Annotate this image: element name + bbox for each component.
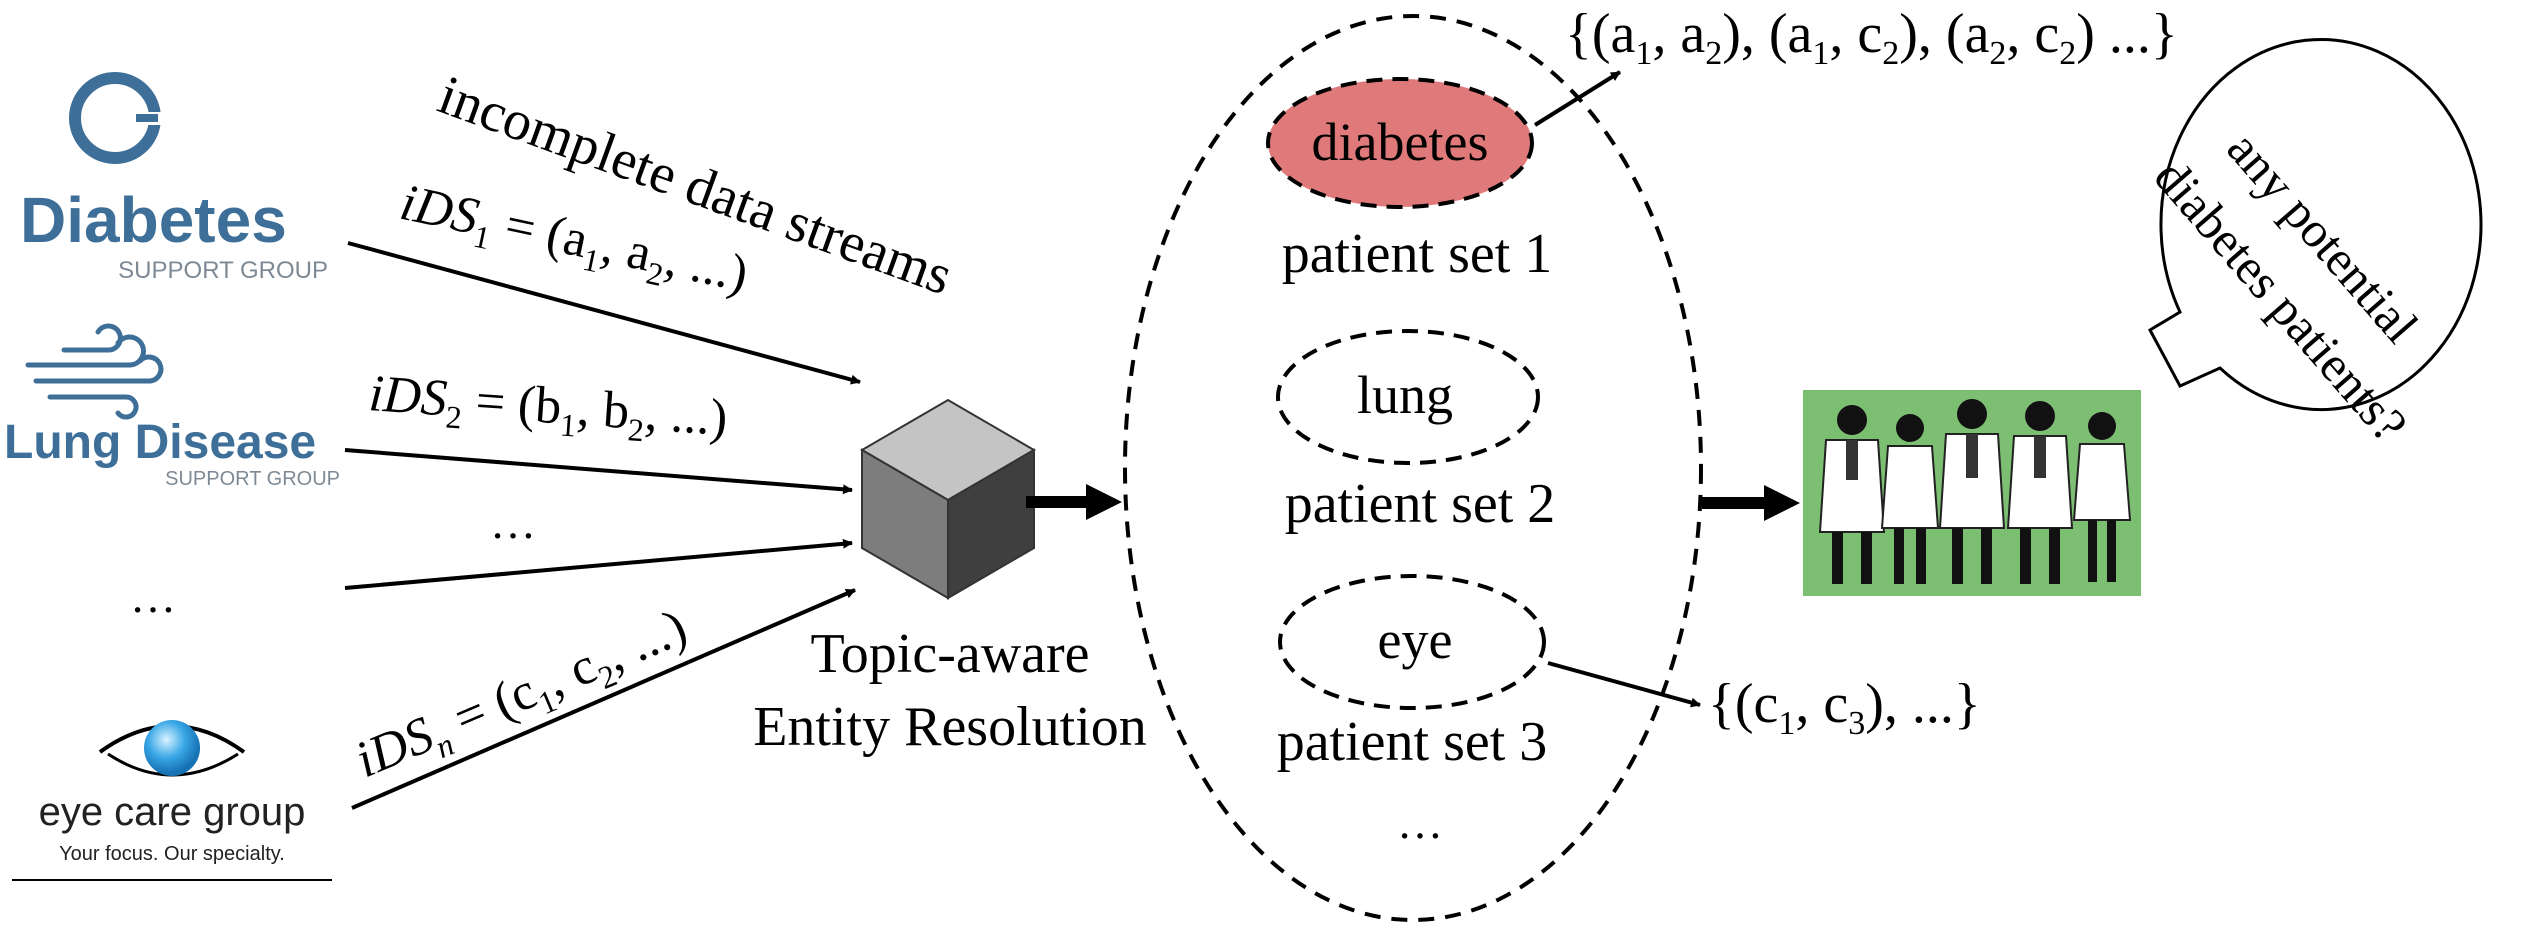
diabetes-pairs-text: {(a1, a2), (a1, c2), (a2, c2) ...}	[1565, 3, 2178, 72]
lung-logo-subtitle: SUPPORT GROUP	[165, 468, 340, 490]
circle-logo-icon	[69, 72, 166, 164]
topic-groups-ellipse	[1123, 14, 1703, 922]
streams-ellipsis: …	[490, 497, 536, 548]
idsn-label: iDSn = (c1, c2, ...)	[347, 599, 697, 796]
patient-set-3-label: patient set 3	[1277, 711, 1548, 773]
eye-icon	[98, 720, 246, 777]
diabetes-pairs-arrow	[1533, 70, 1622, 127]
processor-label-line1: Topic-aware	[810, 623, 1089, 685]
doctor-silhouette-icon	[1818, 399, 2132, 584]
stream-arrows	[344, 241, 861, 810]
eye-logo-tagline: Your focus. Our specialty.	[59, 843, 285, 865]
diabetes-logo-subtitle: SUPPORT GROUP	[118, 257, 328, 284]
speech-bubble	[2148, 37, 2483, 411]
wind-swirl-icon	[25, 323, 164, 420]
lung-logo-title: Lung Disease	[4, 416, 316, 469]
eye-pairs-arrow	[1547, 661, 1701, 708]
entity-resolution-cube	[860, 398, 1036, 600]
doctors-panel	[1803, 390, 2141, 596]
topic-eye-label: eye	[1378, 610, 1453, 670]
topics-output-arrow	[1702, 485, 1800, 521]
stream-arrow-1	[347, 241, 861, 385]
topic-diabetes-ellipse	[1266, 77, 1534, 209]
topic-diabetes-label: diabetes	[1312, 112, 1489, 172]
eye-pairs-text: {(c1, c3), ...}	[1708, 673, 1981, 742]
stream-arrow-n	[351, 588, 856, 810]
stream-arrow-2	[344, 448, 853, 495]
eye-care-group-logo: eye care group Your focus. Our specialty…	[12, 720, 332, 881]
eye-logo-title: eye care group	[39, 790, 306, 834]
patient-set-1-label: patient set 1	[1282, 223, 1553, 285]
topic-lung-label: lung	[1357, 365, 1453, 425]
topic-eye-ellipse	[1278, 574, 1546, 710]
processor-label-line2: Entity Resolution	[753, 696, 1147, 758]
topics-ellipsis: …	[1397, 797, 1443, 848]
diabetes-support-group-logo: Diabetes SUPPORT GROUP	[20, 72, 328, 284]
topic-lung-ellipse	[1276, 329, 1540, 465]
diabetes-logo-title: Diabetes	[20, 184, 287, 256]
lung-disease-support-group-logo: Lung Disease SUPPORT GROUP	[4, 323, 340, 490]
ids2-label: iDS2 = (b1, b2, ...)	[367, 365, 730, 454]
cube-output-arrow	[1026, 484, 1122, 520]
cube-right-face	[947, 448, 1035, 600]
stream-arrow-3	[344, 538, 853, 590]
patient-set-2-label: patient set 2	[1285, 473, 1556, 535]
logos-ellipsis: …	[130, 571, 176, 622]
